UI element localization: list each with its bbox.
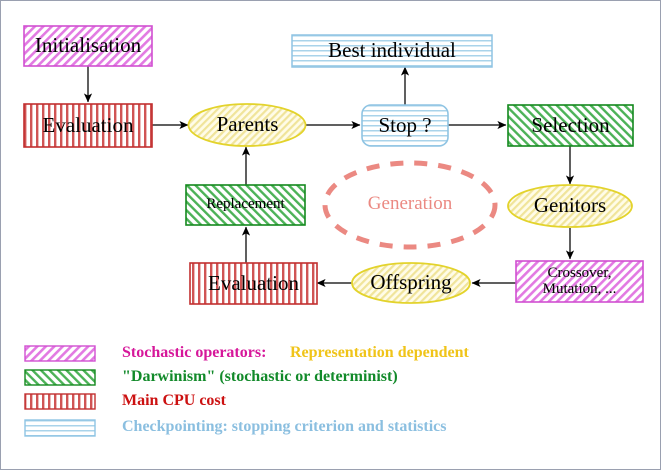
node-evaluation-top[interactable]: [23, 103, 153, 148]
edge-group: [83, 66, 575, 288]
node-crossover-mutation[interactable]: [515, 260, 644, 303]
legend-label-checkpointing: Checkpointing: stopping criterion and st…: [122, 418, 447, 435]
node-offspring[interactable]: [351, 262, 471, 304]
node-best-individual[interactable]: [291, 34, 493, 68]
node-parents[interactable]: [187, 103, 307, 147]
legend-note-representation-dependent: Representation dependent: [290, 344, 469, 361]
node-stop[interactable]: [361, 104, 449, 147]
node-replacement[interactable]: [185, 184, 306, 226]
legend-swatch-darwinism: [24, 369, 96, 386]
legend-label-stochastic-operators: Stochastic operators:: [122, 344, 267, 361]
node-genitors[interactable]: [507, 184, 633, 228]
node-evaluation-bottom[interactable]: [189, 262, 318, 305]
legend-swatch-checkpointing: [24, 419, 96, 437]
node-generation-boundary: [322, 160, 498, 250]
legend-label-main-cpu-cost: Main CPU cost: [122, 392, 226, 409]
node-label-generation: Generation: [367, 193, 453, 214]
legend-label-darwinism: "Darwinism" (stochastic or determinist): [122, 368, 398, 385]
legend-swatch-stochastic-operators: [24, 345, 96, 362]
node-selection[interactable]: [507, 104, 634, 147]
node-initialisation[interactable]: [23, 25, 153, 67]
legend-swatch-main-cpu-cost: [24, 393, 96, 410]
